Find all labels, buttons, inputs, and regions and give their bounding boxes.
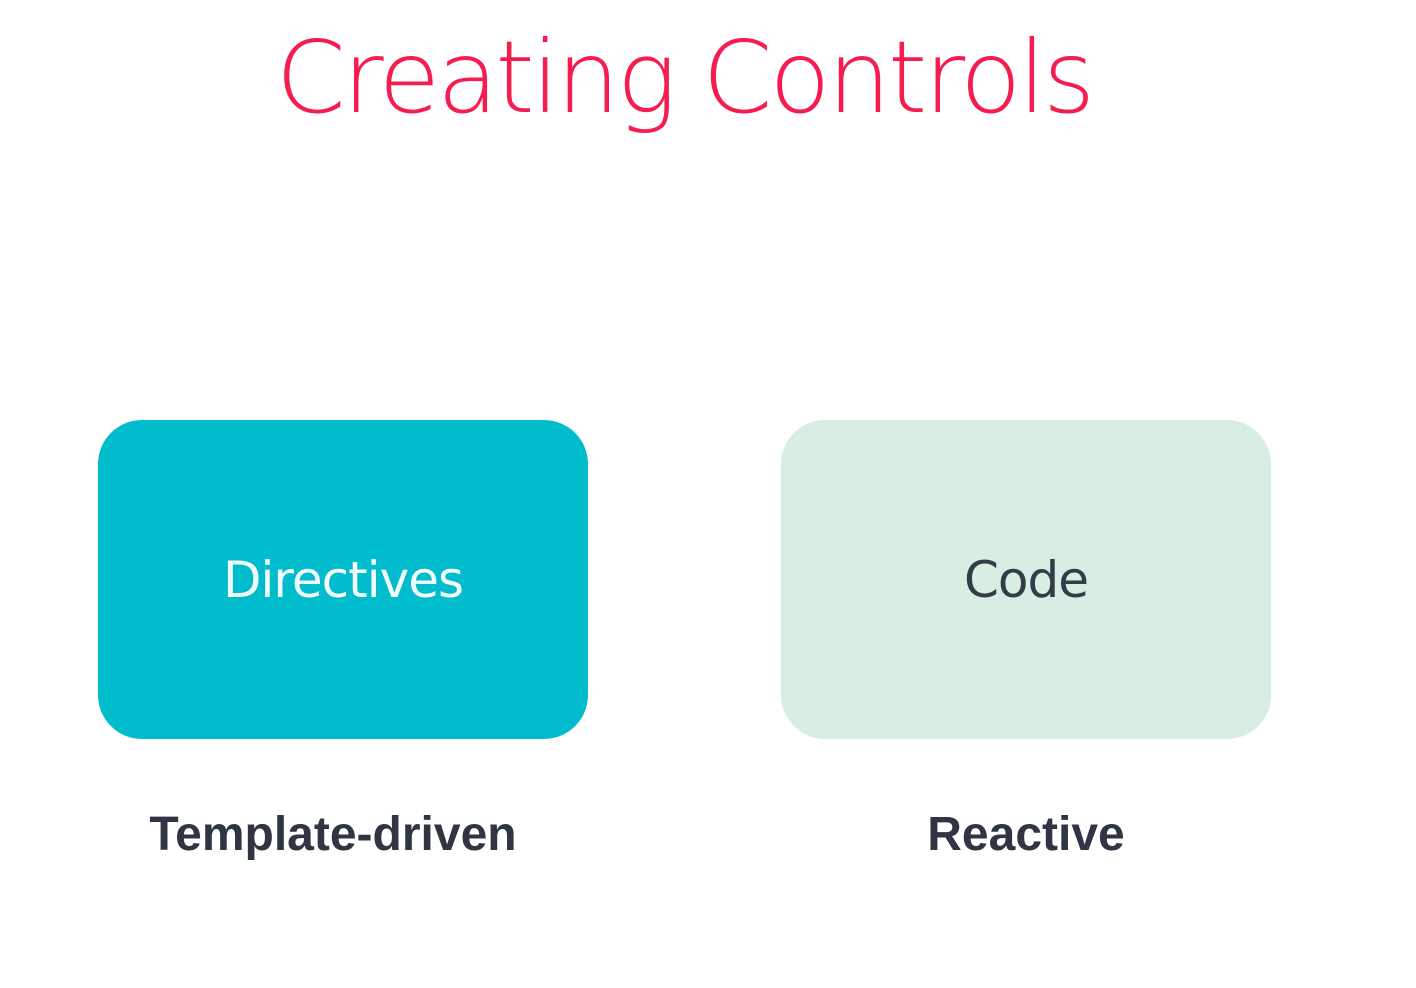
template-driven-caption: Template-driven — [149, 808, 517, 861]
slide-title: Creating Controls — [275, 19, 1095, 136]
code-label: Code — [963, 550, 1089, 609]
directives-label: Directives — [223, 550, 464, 609]
reactive-caption: Reactive — [927, 808, 1125, 861]
directives-box: Directives — [98, 420, 588, 739]
code-box: Code — [781, 420, 1271, 739]
